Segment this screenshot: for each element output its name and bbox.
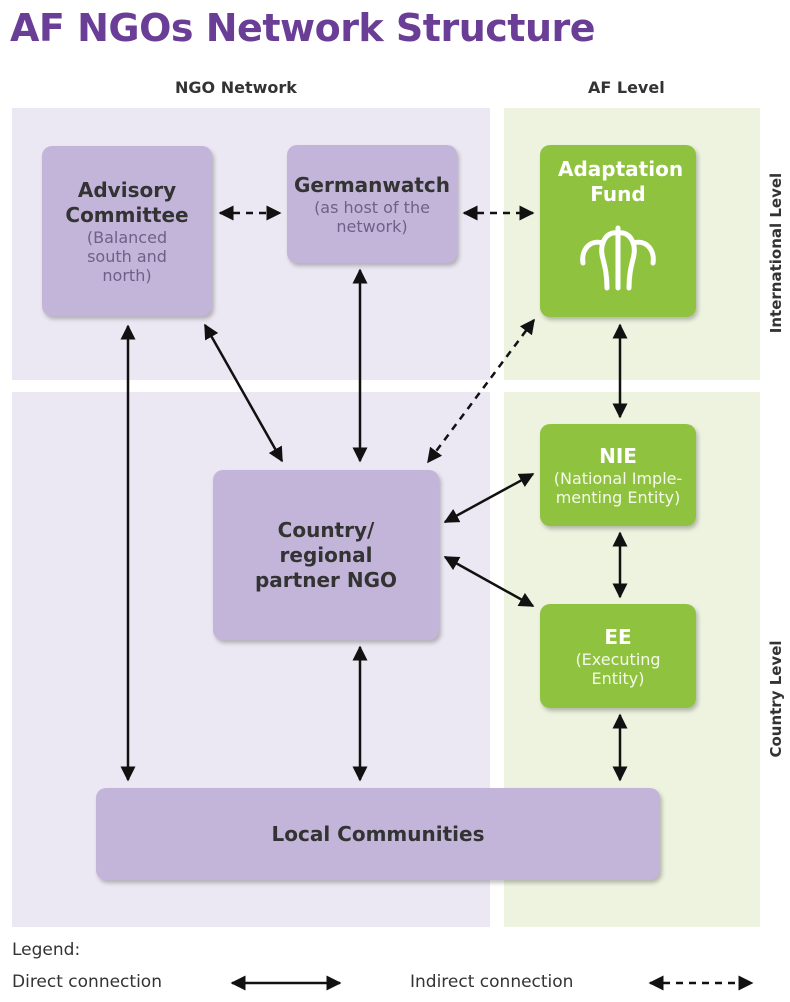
country-partner-ngo-title: Country/ regional partner NGO — [254, 517, 398, 592]
advisory-committee-subtitle: (Balanced south and north) — [86, 227, 168, 285]
af-level-header: AF Level — [588, 78, 665, 97]
ngo-network-header: NGO Network — [175, 78, 297, 97]
arrow-adaptation-country — [426, 318, 536, 464]
nie-title: NIE — [599, 443, 637, 468]
arrow-country-ee — [443, 555, 535, 608]
legend-direct-label: Direct connection — [12, 972, 162, 992]
germanwatch-title: Germanwatch — [293, 172, 451, 197]
local-communities-box: Local Communities — [96, 788, 660, 880]
adaptation-fund-title: Adaptation Fund — [558, 157, 684, 206]
fountain-icon — [580, 225, 656, 291]
ee-title: EE — [604, 624, 632, 649]
diagram-title: AF NGOs Network Structure — [10, 6, 596, 50]
germanwatch-subtitle: (as host of the network) — [314, 197, 430, 236]
arrow-country-nie — [443, 472, 535, 524]
legend-indirect-label: Indirect connection — [410, 972, 574, 992]
arrow-advisory-country — [203, 323, 284, 463]
legend-title: Legend: — [12, 940, 81, 960]
germanwatch-box: Germanwatch (as host of the network) — [287, 145, 457, 263]
advisory-committee-box: Advisory Committee (Balanced south and n… — [42, 146, 212, 316]
advisory-committee-title: Advisory Committee — [65, 177, 189, 227]
ee-subtitle: (Executing Entity) — [575, 649, 661, 688]
local-communities-title: Local Communities — [271, 821, 485, 846]
nie-subtitle: (National Imple-menting Entity) — [553, 468, 683, 507]
adaptation-fund-box: Adaptation Fund — [540, 145, 696, 317]
nie-box: NIE (National Imple-menting Entity) — [540, 424, 696, 526]
ee-box: EE (Executing Entity) — [540, 604, 696, 708]
country-partner-ngo-box: Country/ regional partner NGO — [213, 470, 439, 640]
